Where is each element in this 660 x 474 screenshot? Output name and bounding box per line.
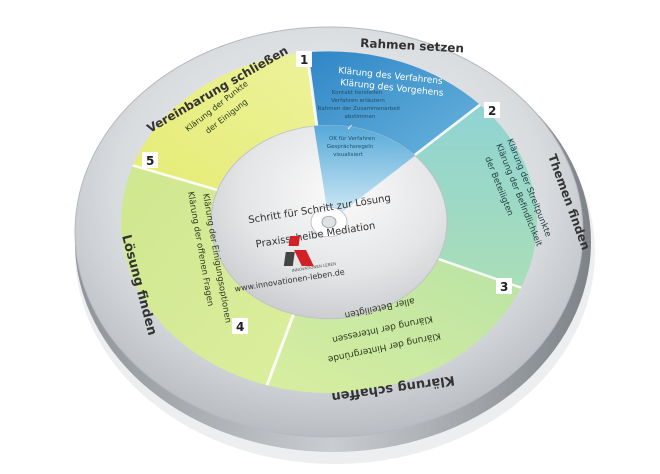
segment-4-number: 4	[236, 320, 244, 334]
window-wedge	[314, 125, 415, 222]
segment-1	[307, 51, 480, 157]
ring-label-rahmen: Rahmen setzen	[360, 36, 465, 55]
segment-1-number: 1	[300, 53, 308, 67]
company-logo	[283, 236, 314, 266]
segment-3-number: 3	[500, 280, 508, 294]
segment-4	[121, 165, 294, 386]
window-line2: Verfahren erläutern	[331, 98, 385, 104]
segment-5	[133, 52, 317, 191]
window-line3: Rahmen der Zusammenarbeit	[318, 106, 402, 112]
segment-5-number: 5	[146, 154, 154, 168]
segment-3	[267, 258, 521, 393]
logo-caption: INNOVATIONEN LEBEN	[291, 261, 336, 273]
window-line7: visualisiert	[333, 152, 364, 158]
window-check: ✓	[347, 123, 354, 132]
window-line4: abstimmen	[345, 114, 377, 120]
segment-2-number: 2	[488, 104, 496, 118]
window-line5: OK für Verfahren	[329, 136, 375, 142]
window-line1: Kontakt herstellen	[332, 90, 383, 96]
window-line6: Gesprächsregeln	[327, 144, 374, 150]
